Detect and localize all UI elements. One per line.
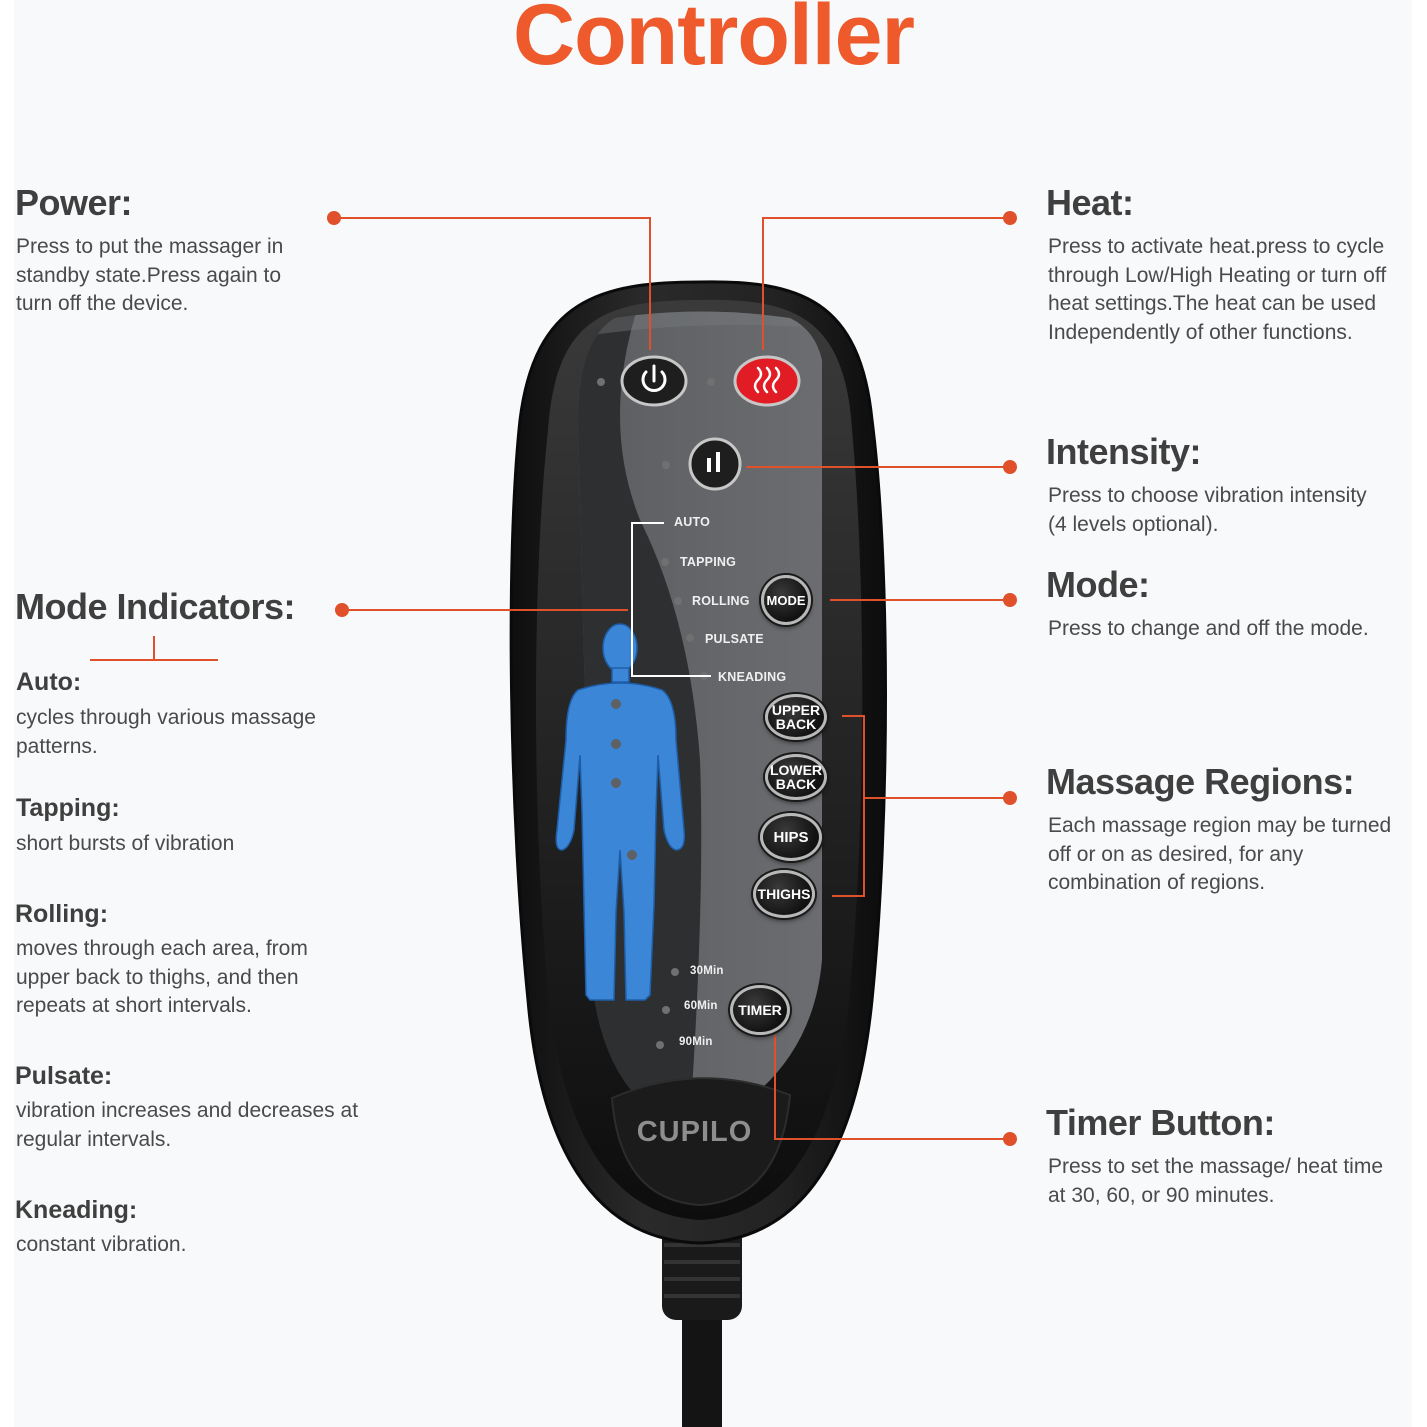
leader-dots	[327, 211, 1017, 1146]
heat-description: Press to activate heat.press to cycle th…	[1048, 235, 1387, 344]
brand-logo: CUPILO	[636, 1116, 753, 1148]
pulsate-description: vibration increases and decreases at reg…	[16, 1099, 359, 1151]
power-heading: Power:	[15, 182, 133, 223]
intensity-icon	[707, 452, 720, 472]
mode-label-auto: AUTO	[674, 515, 710, 529]
mode-heading: Mode:	[1046, 564, 1150, 605]
intensity-description: Press to choose vibration intensity (4 l…	[1048, 484, 1367, 536]
heat-heading: Heat:	[1046, 182, 1134, 223]
mode-label-kneading: KNEADING	[718, 670, 787, 684]
mode-label-rolling: ROLLING	[692, 594, 750, 608]
rolling-description: moves through each area, from upper back…	[16, 937, 308, 1017]
page-title: Controller	[513, 0, 915, 83]
heat-waves-icon	[753, 366, 781, 394]
timer-description: Press to set the massage/ heat time at 3…	[1048, 1155, 1383, 1207]
tapping-heading: Tapping:	[16, 794, 120, 822]
mode-description: Press to change and off the mode.	[1048, 617, 1369, 640]
intensity-button[interactable]	[688, 437, 742, 491]
massage-regions-heading: Massage Regions:	[1046, 761, 1355, 802]
timer-label-90: 90Min	[679, 1036, 713, 1048]
thighs-button[interactable]: THIGHS	[753, 870, 815, 918]
kneading-description: constant vibration.	[16, 1233, 187, 1256]
mode-label-tapping: TAPPING	[680, 555, 737, 569]
timer-label-30: 30Min	[690, 965, 724, 977]
tapping-description: short bursts of vibration	[16, 832, 235, 855]
leader-lines	[90, 217, 1010, 1140]
mode-label-pulsate: PULSATE	[705, 632, 764, 646]
timer-button[interactable]: TIMER	[730, 985, 790, 1035]
rolling-heading: Rolling:	[15, 900, 109, 928]
kneading-heading: Kneading:	[15, 1196, 138, 1224]
power-icon	[641, 364, 667, 392]
power-description: Press to put the massager in standby sta…	[16, 235, 284, 315]
auto-heading: Auto:	[16, 668, 82, 696]
massage-regions-description: Each massage region may be turned off or…	[1048, 814, 1392, 894]
timer-heading: Timer Button:	[1046, 1102, 1275, 1143]
pulsate-heading: Pulsate:	[15, 1062, 113, 1090]
timer-label-60: 60Min	[684, 1000, 718, 1012]
hips-button[interactable]: HIPS	[760, 813, 822, 861]
mode-indicators-heading: Mode Indicators:	[15, 586, 296, 627]
auto-description: cycles through various massage patterns.	[16, 706, 316, 758]
mode-button[interactable]: MODE	[761, 575, 811, 625]
intensity-heading: Intensity:	[1046, 431, 1202, 472]
cable	[662, 1225, 742, 1427]
body-figure	[555, 623, 686, 1001]
